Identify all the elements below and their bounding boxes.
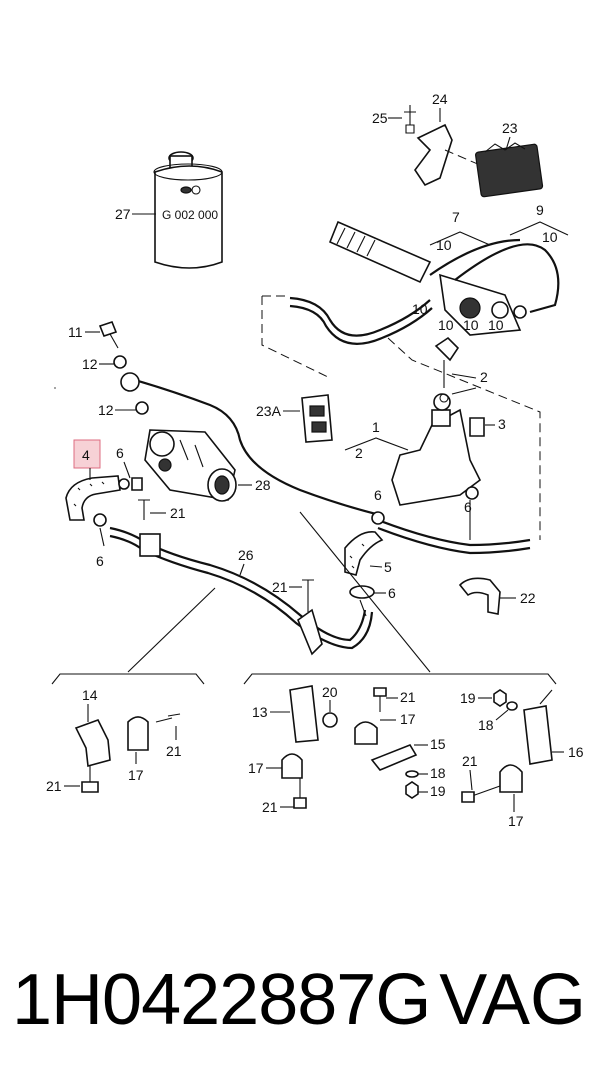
callout-21-right-b: 21	[400, 689, 416, 705]
callout-21-left-a: 21	[166, 743, 182, 759]
callout-27: 27	[115, 206, 131, 222]
reservoir-group: 2 3 1 2 6	[344, 336, 506, 540]
relay-bracket-group: 25 24 23	[372, 91, 544, 198]
detail-right: 20 13 17 21 21 17 15 18 19 19 18 1	[248, 684, 584, 829]
callout-6-hose: 6	[116, 445, 124, 461]
callout-26: 26	[238, 547, 254, 563]
callout-22: 22	[520, 590, 536, 606]
callout-28: 28	[255, 477, 271, 493]
callout-12-b: 12	[98, 402, 114, 418]
callout-13: 13	[252, 704, 268, 720]
callout-17-far: 17	[508, 813, 524, 829]
callout-10-a: 10	[436, 237, 452, 253]
can-label: G 002 000	[162, 208, 218, 222]
callout-10-e: 10	[463, 317, 479, 333]
callout-25: 25	[372, 110, 388, 126]
slave-cylinder: 28	[144, 429, 271, 502]
callout-2-top: 2	[480, 369, 488, 385]
highlight-box-4	[73, 439, 101, 469]
callout-15: 15	[430, 736, 446, 752]
callout-10-d: 10	[438, 317, 454, 333]
part-number: 1H0422887G	[12, 960, 431, 1040]
callout-19-right: 19	[430, 783, 446, 799]
callout-4: 4	[82, 447, 90, 463]
callout-24: 24	[432, 91, 448, 107]
callout-17-right-a: 17	[248, 760, 264, 776]
detail-left: 14 21 17 21	[46, 687, 182, 794]
callout-21-far: 21	[462, 753, 478, 769]
callout-6-lower: 6	[96, 553, 104, 569]
callout-21-pipe: 21	[272, 579, 288, 595]
callout-1: 1	[372, 419, 380, 435]
callout-18-right: 18	[430, 765, 446, 781]
hose-4: 4 6 6	[65, 439, 143, 569]
callout-6-mid: 6	[374, 487, 382, 503]
callout-10-f: 10	[488, 317, 504, 333]
callout-6-clamp: 6	[388, 585, 396, 601]
callout-10-b: 10	[542, 229, 558, 245]
callout-16: 16	[568, 744, 584, 760]
callout-21-slave: 21	[170, 505, 186, 521]
callout-6-res: 6	[464, 499, 472, 515]
callout-14: 14	[82, 687, 98, 703]
callout-2-res: 2	[355, 445, 363, 461]
callout-12-a: 12	[82, 356, 98, 372]
callout-17-left: 17	[128, 767, 144, 783]
master-cylinder-group: 7 10 9 10 10 10 10 10	[328, 202, 569, 336]
callout-18-far: 18	[478, 717, 494, 733]
footer: 1H0422887G VAG	[0, 950, 600, 1060]
callout-5: 5	[384, 559, 392, 575]
callout-21-right-a: 21	[262, 799, 278, 815]
callout-23: 23	[502, 120, 518, 136]
banjo-bolt-group: 11 12 12	[68, 321, 149, 418]
callout-7: 7	[452, 209, 460, 225]
fluid-can: G 002 000 27	[115, 151, 223, 269]
callout-3: 3	[498, 416, 506, 432]
callout-20: 20	[322, 684, 338, 700]
brand-label: VAG	[439, 960, 586, 1040]
callout-21-left-b: 21	[46, 778, 62, 794]
callout-11: 11	[68, 324, 83, 340]
callout-23A: 23A	[256, 403, 282, 419]
parts-diagram: 25 24 23 G 002 000 27 7 10 9 10 10 10	[46, 91, 584, 829]
callout-19-far: 19	[460, 690, 476, 706]
callout-17-right-b: 17	[400, 711, 416, 727]
callout-9: 9	[536, 202, 544, 218]
